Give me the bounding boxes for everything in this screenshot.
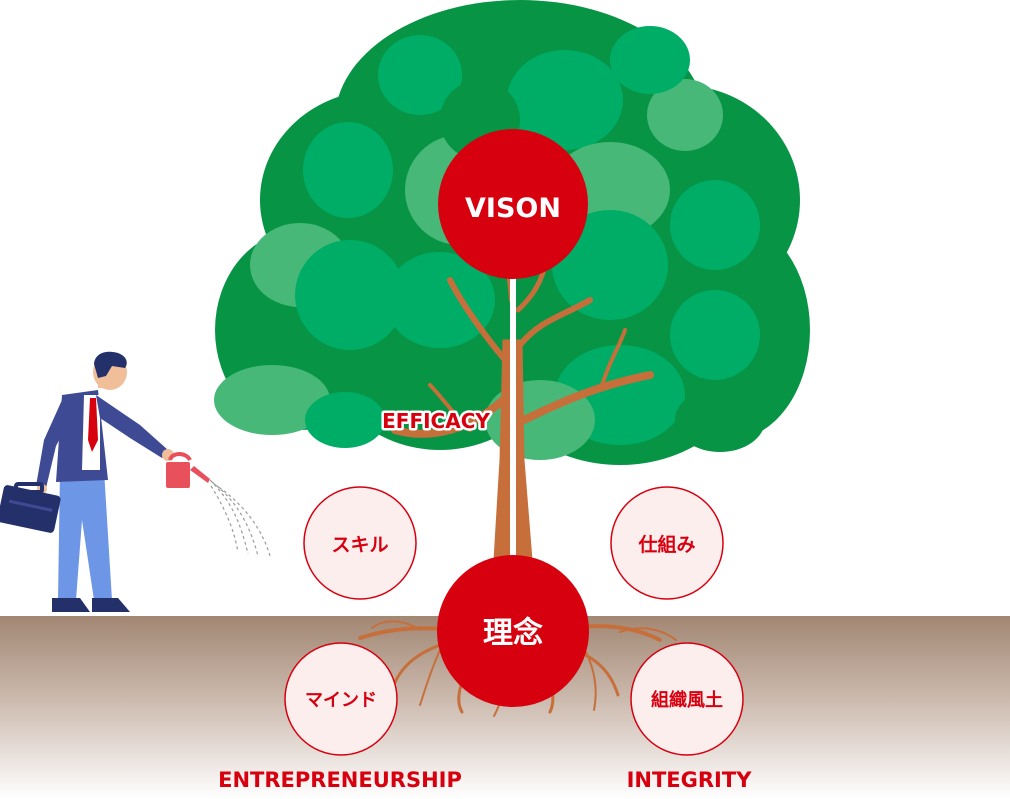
- culture-circle: [630, 642, 744, 756]
- vision-label: VISON: [465, 193, 561, 224]
- watering-can-icon: [166, 452, 210, 488]
- vision-circle: [438, 129, 588, 279]
- water-stream: [209, 479, 271, 557]
- businessman-illustration: [36, 351, 174, 612]
- mind-label: マインド: [305, 690, 377, 711]
- efficacy-label: EFFICACY: [382, 409, 490, 433]
- entrepreneurship-label: ENTREPRENEURSHIP: [218, 768, 462, 792]
- philosophy-circle: [437, 555, 589, 707]
- mind-circle: [284, 642, 398, 756]
- skill-label: スキル: [331, 534, 388, 556]
- culture-label: 組織風土: [651, 689, 723, 711]
- briefcase-icon: [0, 482, 61, 533]
- system-circle: [610, 486, 724, 600]
- integrity-label: INTEGRITY: [627, 768, 753, 792]
- philosophy-label: 理念: [483, 616, 543, 651]
- system-label: 仕組み: [637, 533, 695, 556]
- skill-circle: [303, 486, 417, 600]
